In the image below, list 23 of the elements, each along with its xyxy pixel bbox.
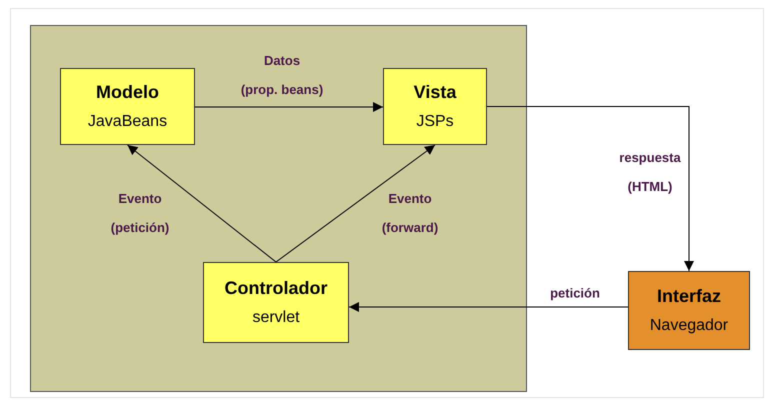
edge-label: Evento (petición) xyxy=(110,190,170,237)
component-subtitle: JavaBeans xyxy=(88,113,168,131)
component-title: Modelo xyxy=(96,82,159,103)
arrow xyxy=(127,144,276,262)
component-box xyxy=(628,271,750,350)
edge-label: respuesta (HTML) xyxy=(619,149,681,196)
arrow xyxy=(194,102,384,112)
component-title: Interfaz xyxy=(656,286,721,307)
component-title: Controlador xyxy=(224,278,328,299)
component-subtitle: JSPs xyxy=(416,113,454,131)
container-panel xyxy=(30,25,527,392)
component-box xyxy=(60,68,195,145)
edge-label: Evento (forward) xyxy=(382,190,438,237)
component-box xyxy=(383,68,487,145)
edge-label: Datos (prop. beans) xyxy=(240,52,324,99)
component-subtitle: Navegador xyxy=(650,317,728,335)
component-box xyxy=(203,262,349,343)
arrow xyxy=(348,302,628,312)
arrow xyxy=(276,144,436,262)
component-subtitle: servlet xyxy=(252,309,300,327)
edge-label: petición xyxy=(550,284,600,302)
component-title: Vista xyxy=(414,82,456,103)
arrow xyxy=(486,106,694,272)
